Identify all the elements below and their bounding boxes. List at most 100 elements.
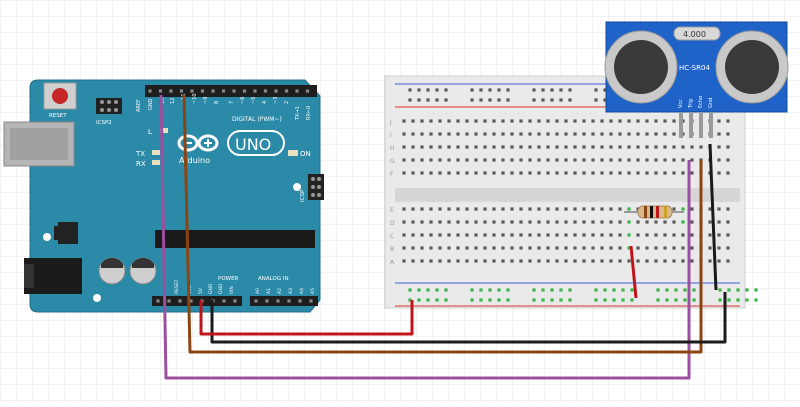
breadboard-hole — [672, 259, 676, 263]
digital-pin-label: 2 — [284, 101, 290, 104]
breadboard-hole — [537, 233, 541, 237]
breadboard-hole — [456, 259, 460, 263]
breadboard-hole — [519, 220, 523, 224]
breadboard-hole — [492, 158, 496, 162]
breadboard-hole — [582, 207, 586, 211]
digital-label: DIGITAL (PWM~) — [232, 116, 282, 123]
breadboard-hole — [537, 158, 541, 162]
breadboard-hole — [618, 132, 622, 136]
breadboard-hole — [573, 145, 577, 149]
rail-hole — [470, 88, 474, 92]
rail-hole — [568, 298, 572, 302]
breadboard-hole — [627, 132, 631, 136]
header-hole — [232, 89, 236, 93]
breadboard-hole — [618, 158, 622, 162]
row-letter: D — [390, 220, 395, 227]
breadboard-hole — [438, 233, 442, 237]
power-label: POWER — [218, 276, 239, 282]
center-channel — [395, 188, 740, 202]
breadboard-hole — [699, 145, 703, 149]
breadboard-hole — [546, 171, 550, 175]
breadboard-hole — [663, 259, 667, 263]
breadboard-hole — [402, 259, 406, 263]
breadboard-hole — [663, 233, 667, 237]
breadboard-hole — [465, 145, 469, 149]
breadboard-hole — [465, 171, 469, 175]
header-hole — [190, 89, 194, 93]
breadboard-holes — [402, 88, 758, 302]
sensor-pin-label: Trig — [688, 99, 694, 109]
breadboard-hole — [636, 246, 640, 250]
breadboard-hole — [564, 220, 568, 224]
breadboard-hole — [582, 145, 586, 149]
header-hole — [222, 299, 226, 303]
breadboard-hole — [726, 207, 730, 211]
power-pin-label: GND — [218, 283, 224, 294]
rail-hole — [488, 88, 492, 92]
breadboard-hole — [690, 233, 694, 237]
breadboard-hole — [447, 119, 451, 123]
breadboard-hole — [645, 132, 649, 136]
breadboard-hole — [474, 246, 478, 250]
breadboard-hole — [645, 246, 649, 250]
breadboard-hole — [636, 259, 640, 263]
breadboard-hole — [708, 233, 712, 237]
breadboard-hole — [645, 119, 649, 123]
rail-hole — [541, 298, 545, 302]
rail-hole — [417, 298, 421, 302]
breadboard-hole — [609, 246, 613, 250]
aref-label: AREF — [136, 99, 142, 112]
breadboard-hole — [492, 119, 496, 123]
breadboard-hole — [681, 259, 685, 263]
breadboard-hole — [600, 171, 604, 175]
analog-header — [250, 296, 318, 306]
breadboard-hole — [537, 220, 541, 224]
breadboard-hole — [429, 132, 433, 136]
breadboard-hole — [519, 233, 523, 237]
breadboard-hole — [456, 158, 460, 162]
breadboard-hole — [483, 220, 487, 224]
power-pin-label: VIN — [229, 286, 235, 294]
breadboard-hole — [492, 132, 496, 136]
breadboard-hole — [555, 158, 559, 162]
breadboard-hole — [726, 246, 730, 250]
breadboard-hole — [528, 158, 532, 162]
breadboard-hole — [591, 259, 595, 263]
breadboard-hole — [591, 171, 595, 175]
wire-red — [199, 300, 414, 336]
breadboard-hole — [573, 171, 577, 175]
breadboard-hole — [618, 207, 622, 211]
breadboard-hole — [528, 246, 532, 250]
breadboard-hole — [537, 132, 541, 136]
breadboard-hole — [573, 220, 577, 224]
reset-button-cap[interactable] — [52, 88, 68, 104]
breadboard-hole — [402, 233, 406, 237]
on-label: ON — [300, 150, 311, 158]
breadboard-hole — [717, 171, 721, 175]
breadboard-hole — [420, 207, 424, 211]
breadboard-hole — [573, 207, 577, 211]
analog-pin-labels: A0 A1 A2 A3 A4 A5 — [255, 288, 316, 294]
rail-hole — [612, 288, 616, 292]
breadboard-hole — [555, 220, 559, 224]
breadboard-hole — [510, 145, 514, 149]
breadboard-hole — [690, 145, 694, 149]
breadboard-hole — [402, 158, 406, 162]
breadboard-hole — [465, 246, 469, 250]
breadboard-hole — [717, 132, 721, 136]
reset-label: RESET — [49, 113, 67, 119]
crystal — [673, 26, 721, 41]
breadboard-hole — [654, 145, 658, 149]
rail-hole — [532, 298, 536, 302]
breadboard-hole — [537, 246, 541, 250]
analog-pin-label: A3 — [288, 288, 294, 294]
wires — [159, 94, 727, 380]
breadboard-hole — [483, 246, 487, 250]
rail-hole — [594, 298, 598, 302]
breadboard-hole — [663, 145, 667, 149]
breadboard-hole — [600, 207, 604, 211]
breadboard-hole — [645, 145, 649, 149]
breadboard-hole — [429, 259, 433, 263]
model-name: UNO — [235, 135, 271, 154]
rail-hole — [435, 98, 439, 102]
